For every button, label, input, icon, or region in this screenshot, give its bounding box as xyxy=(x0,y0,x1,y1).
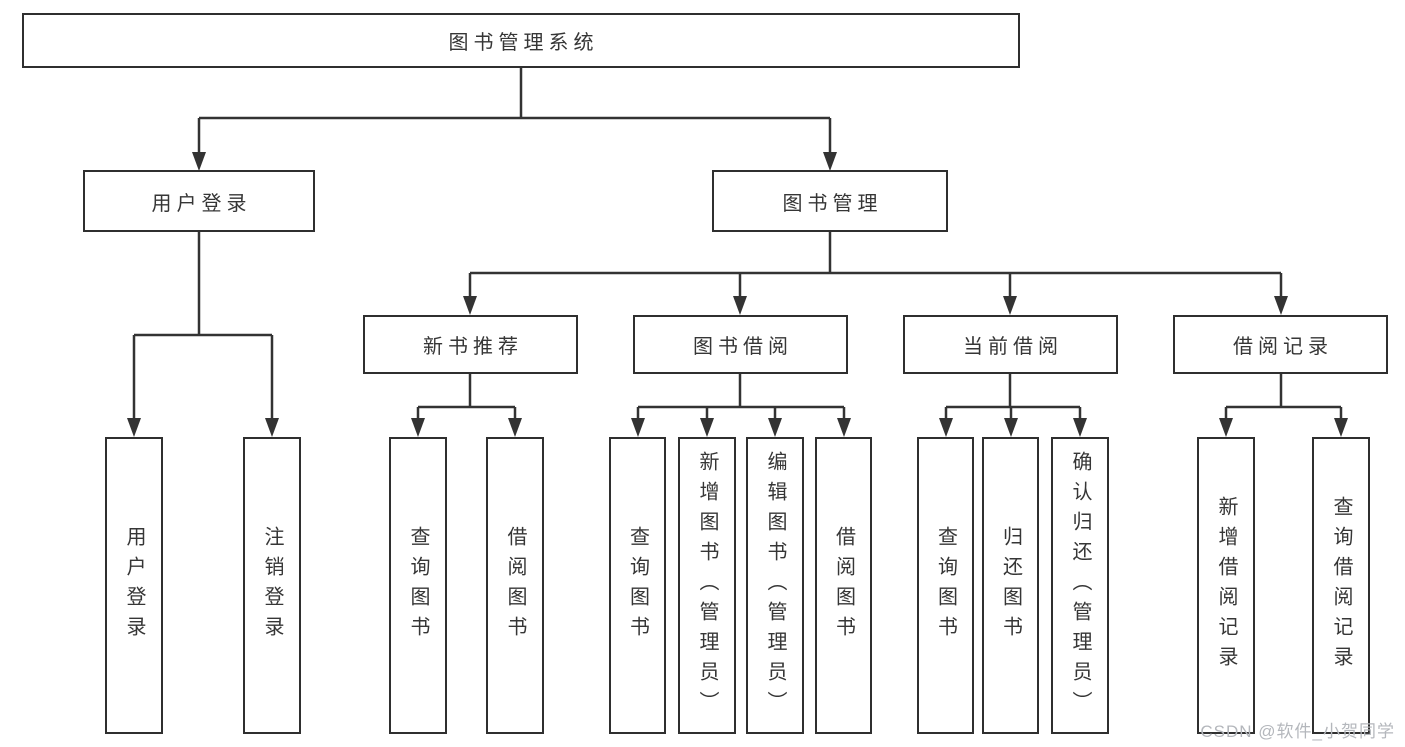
leaf-query-books-current: 查询图书 xyxy=(917,437,974,734)
leaf-query-books-borrow: 查询图书 xyxy=(609,437,666,734)
leaf-borrow-books-recommend: 借阅图书 xyxy=(486,437,544,734)
connector-currentborrow-to-leaves xyxy=(939,374,1087,437)
leaf-add-book-admin: 新增图书（管理员） xyxy=(678,437,736,734)
node-book-management: 图书管理 xyxy=(712,170,948,232)
node-user-login: 用户登录 xyxy=(83,170,315,232)
node-new-book-recommend: 新书推荐 xyxy=(363,315,578,374)
watermark: CSDN @软件_小贺同学 xyxy=(1200,722,1395,741)
leaf-add-borrow-record: 新增借阅记录 xyxy=(1197,437,1255,734)
leaf-logout: 注销登录 xyxy=(243,437,301,734)
leaf-edit-book-admin: 编辑图书（管理员） xyxy=(746,437,804,734)
leaf-user-login: 用户登录 xyxy=(105,437,163,734)
connector-records-to-leaves xyxy=(1219,374,1348,437)
node-current-borrow: 当前借阅 xyxy=(903,315,1118,374)
node-root: 图书管理系统 xyxy=(22,13,1020,68)
leaf-query-borrow-record: 查询借阅记录 xyxy=(1312,437,1370,734)
leaf-return-book: 归还图书 xyxy=(982,437,1039,734)
connector-newbook-to-leaves xyxy=(411,374,522,437)
leaf-query-books-recommend: 查询图书 xyxy=(389,437,447,734)
node-book-borrow: 图书借阅 xyxy=(633,315,848,374)
connector-bookborrow-to-leaves xyxy=(631,374,851,437)
connector-bookmgmt-to-level3 xyxy=(463,232,1288,315)
leaf-confirm-return-admin: 确认归还（管理员） xyxy=(1051,437,1109,734)
connector-root-to-level2 xyxy=(192,68,837,171)
node-borrow-records: 借阅记录 xyxy=(1173,315,1388,374)
leaf-borrow-books: 借阅图书 xyxy=(815,437,872,734)
connector-userlogin-to-leaves xyxy=(127,232,279,437)
